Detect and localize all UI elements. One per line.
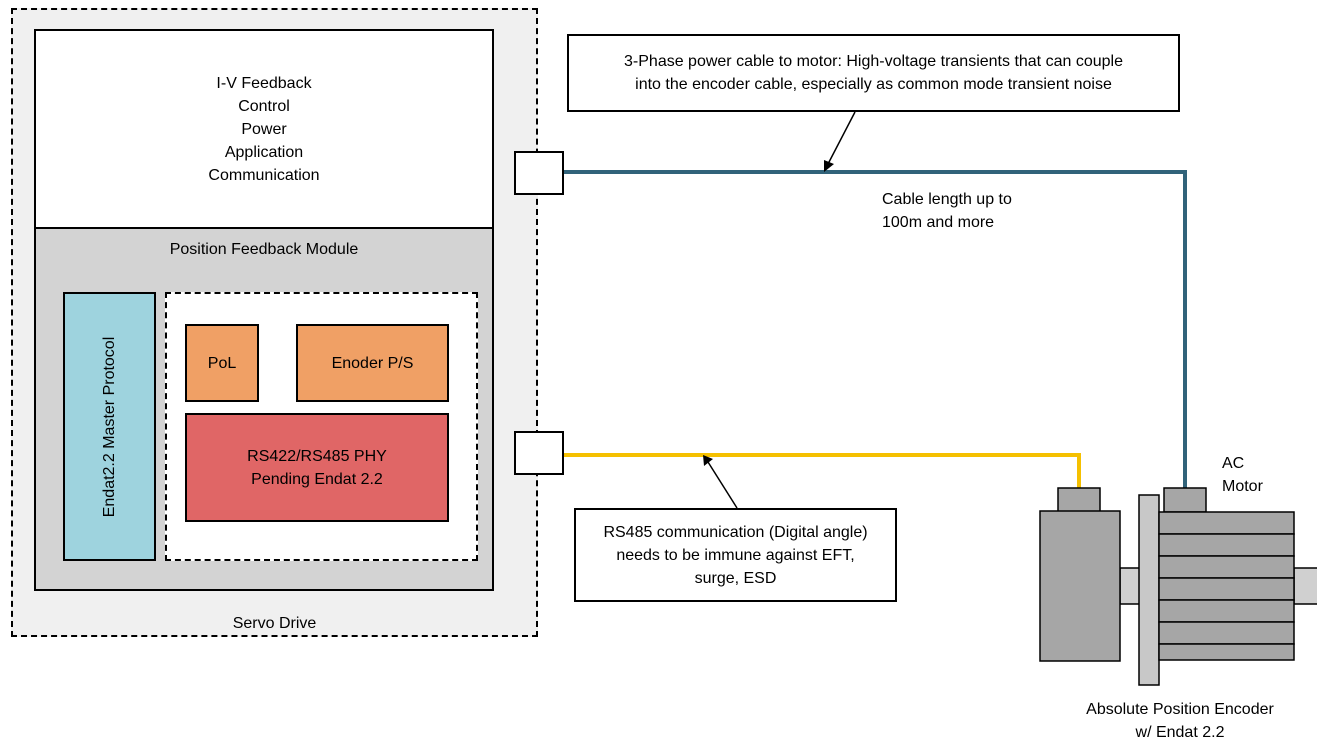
encoder-label-line-1: Absolute Position Encoder: [1086, 701, 1274, 718]
control-block: I-V Feedback Control Power Application C…: [34, 29, 494, 229]
motor-fin: [1158, 599, 1295, 623]
control-block-line-4: Application: [224, 143, 304, 161]
cable-length-line-1: Cable length up to: [882, 191, 1012, 208]
rs485-callout-line-3: surge, ESD: [694, 569, 777, 587]
control-block-line-1: I-V Feedback: [216, 74, 312, 92]
encoder-connector-port: [514, 431, 564, 475]
position-feedback-module-label: Position Feedback Module: [169, 241, 359, 258]
encoder-label-line-2: w/ Endat 2.2: [1135, 724, 1225, 741]
power-callout-line-1: 3-Phase power cable to motor: High-volta…: [624, 53, 1123, 70]
motor-fin: [1158, 643, 1295, 661]
encoder-power-supply-label: Enoder P/S: [331, 354, 414, 372]
motor-connector: [1163, 487, 1207, 513]
rs485-callout-line-2: needs to be immune against EFT,: [616, 546, 855, 564]
motor-fin: [1158, 621, 1295, 645]
ac-motor-line-1: AC: [1222, 455, 1245, 472]
control-block-line-5: Communication: [208, 166, 320, 184]
encoder-connector: [1057, 487, 1101, 513]
servo-drive-label: Servo Drive: [232, 615, 317, 632]
power-callout-line-2: into the encoder cable, especially as co…: [635, 76, 1112, 93]
control-block-line-3: Power: [241, 120, 287, 138]
power-callout-arrowhead: [824, 160, 834, 172]
rs485-phy-line-2: Pending Endat 2.2: [251, 470, 383, 488]
motor-body: [1158, 511, 1295, 661]
ac-motor-line-2: Motor: [1222, 478, 1263, 495]
control-block-line-2: Control: [238, 97, 290, 115]
endat-master-protocol-block: Endat2.2 Master Protocol: [63, 292, 156, 561]
ac-motor-label: AC Motor: [1222, 452, 1263, 498]
encoder-cable: [564, 453, 1081, 488]
rs485-phy-block: RS422/RS485 PHY Pending Endat 2.2: [185, 413, 449, 522]
motor-fin: [1158, 511, 1295, 535]
rs485-callout-arrowhead: [703, 455, 713, 466]
motor-flange: [1138, 494, 1160, 686]
motor-shaft: [1293, 567, 1317, 605]
cable-length-line-2: 100m and more: [882, 214, 995, 231]
motor-fin: [1158, 555, 1295, 579]
rs485-phy-line-1: RS422/RS485 PHY: [247, 447, 387, 465]
power-connector: [514, 151, 564, 195]
rs485-callout-pointer: [707, 461, 738, 509]
pol-label: PoL: [207, 354, 237, 372]
encoder-power-supply-block: Enoder P/S: [296, 324, 449, 402]
power-cable: [564, 170, 1187, 488]
encoder-body: [1039, 510, 1121, 662]
power-callout-pointer: [827, 111, 856, 165]
cable-length-label: Cable length up to 100m and more: [882, 188, 1012, 234]
motor-fin: [1158, 577, 1295, 601]
power-cable-callout: 3-Phase power cable to motor: High-volta…: [567, 34, 1180, 112]
pol-block: PoL: [185, 324, 259, 402]
encoder-label: Absolute Position Encoder w/ Endat 2.2: [1060, 698, 1300, 744]
rs485-callout: RS485 communication (Digital angle) need…: [574, 508, 897, 602]
motor-fin: [1158, 533, 1295, 557]
rs485-callout-line-1: RS485 communication (Digital angle): [603, 523, 868, 541]
